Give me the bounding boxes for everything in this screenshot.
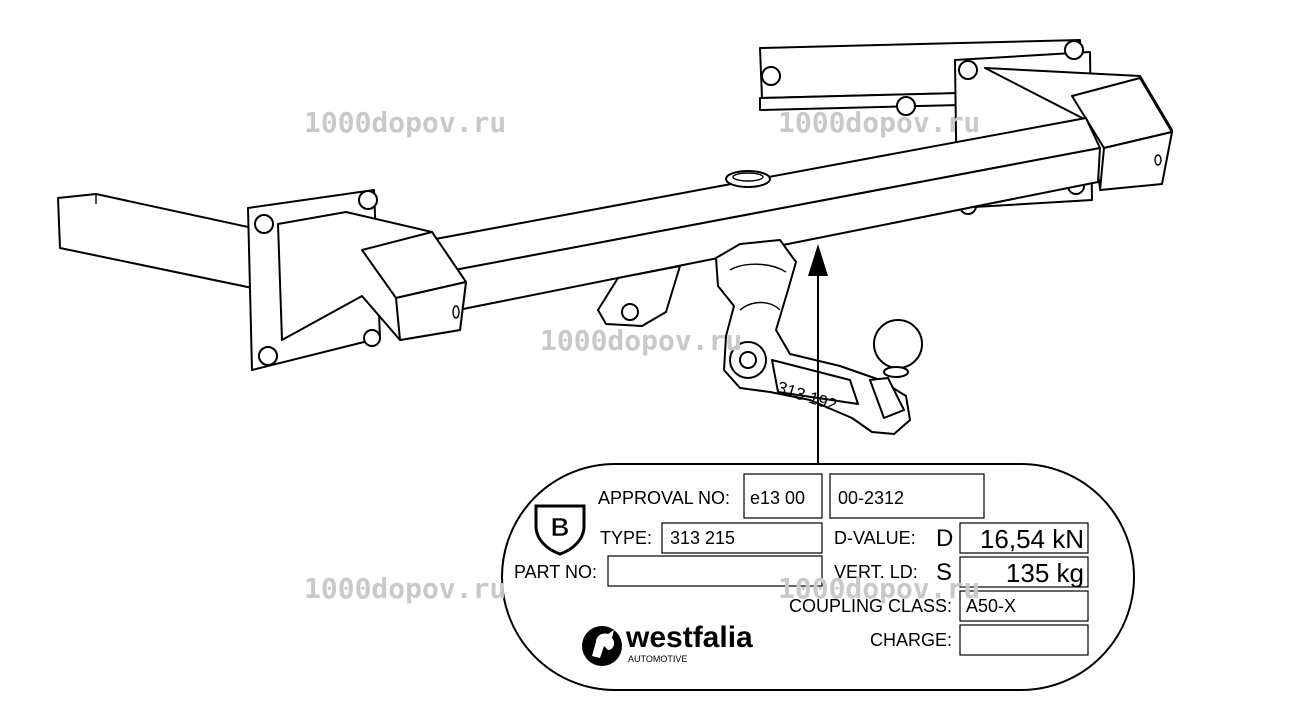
coupling-class-box: [959, 590, 1089, 622]
coupling-class-label: COUPLING CLASS:: [789, 596, 952, 616]
watermark: 1000dopov.ru: [304, 106, 506, 139]
approval-value-1: e13 00: [750, 488, 805, 508]
badge-letter: B: [551, 512, 570, 542]
vert-ld-label: VERT. LD:: [834, 562, 918, 582]
arrow-up-icon: [808, 244, 828, 468]
coupling-class-value: A50-X: [966, 596, 1016, 616]
id-plate: B APPROVAL NO: e13 00 00-2312 TYPE: 313 …: [501, 463, 1135, 691]
type-box: [661, 522, 823, 554]
watermark: 1000dopov.ru: [540, 324, 742, 357]
charge-box: [959, 624, 1089, 656]
watermark: 1000dopov.ru: [304, 572, 506, 605]
socket-bracket: [597, 265, 681, 327]
approval-box-1: [743, 473, 823, 519]
vert-ld-value: 135 kg: [1006, 558, 1084, 588]
approval-value-2: 00-2312: [838, 488, 904, 508]
approval-label: APPROVAL NO:: [598, 488, 730, 508]
watermark: 1000dopov.ru: [778, 106, 980, 139]
d-value-label: D-VALUE:: [834, 528, 916, 548]
ball-neck: 313 192: [715, 239, 923, 435]
watermark: 1000dopov.ru: [778, 572, 980, 605]
left-mounting-arm: [57, 189, 467, 371]
brand-name: westfalia: [625, 621, 753, 654]
approval-box-2: [829, 473, 985, 519]
part-no-box: [607, 555, 823, 587]
charge-label: CHARGE:: [870, 630, 952, 650]
type-value: 313 215: [670, 528, 735, 548]
d-symbol: D: [936, 525, 953, 552]
cross-beam: [429, 117, 1101, 311]
westfalia-horse-logo-icon: [582, 626, 622, 666]
d-value: 16,54 kN: [980, 524, 1084, 554]
vert-ld-box: [959, 556, 1089, 588]
s-symbol: S: [936, 559, 952, 586]
b-shield-badge-icon: B: [534, 504, 586, 556]
d-value-box: [959, 522, 1089, 554]
type-label: TYPE:: [600, 528, 652, 548]
watermarks: 1000dopov.ru 1000dopov.ru 1000dopov.ru 1…: [304, 106, 980, 605]
brand-sub: AUTOMOTIVE: [628, 654, 687, 664]
part-no-label: PART NO:: [514, 562, 597, 582]
